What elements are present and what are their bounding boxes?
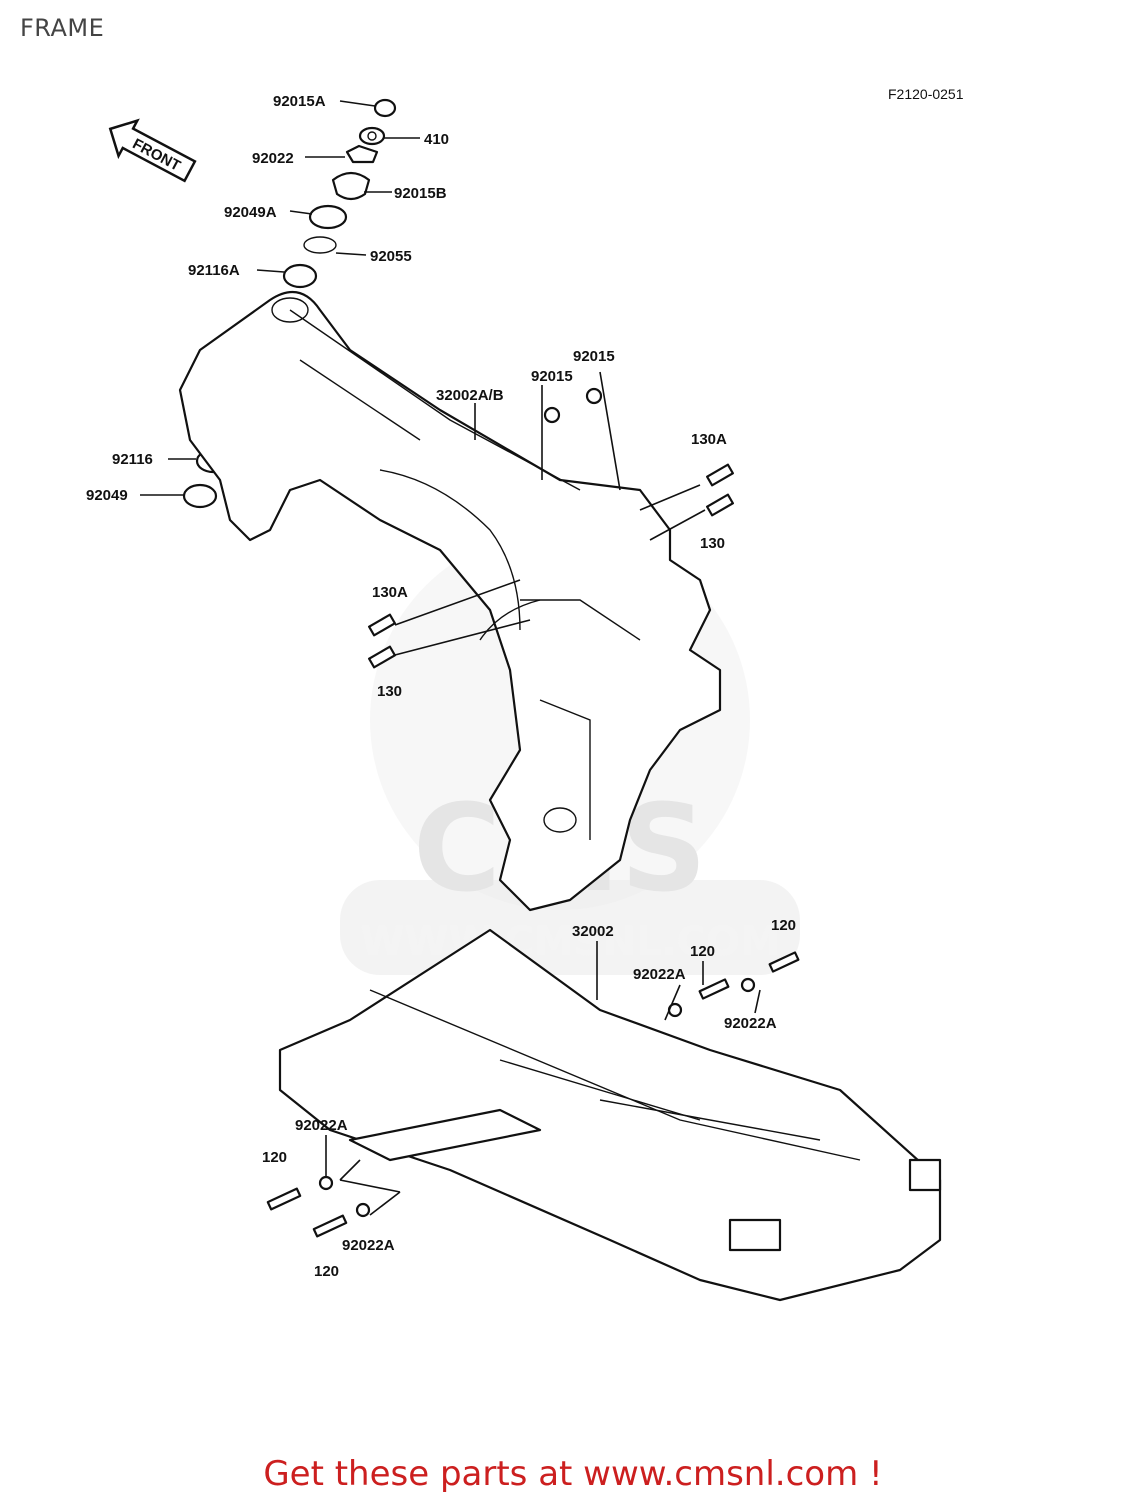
- watermark-url-text: WWW.CMSNL.COM: [360, 919, 780, 965]
- callout-92022A-2: 92022A: [724, 1015, 777, 1032]
- callout-92015-1: 92015: [573, 348, 615, 365]
- figure-code: F2120-0251: [888, 86, 964, 102]
- callout-130A-2: 130A: [372, 584, 408, 601]
- callout-92022A-1: 92022A: [633, 966, 686, 983]
- callout-410: 410: [424, 131, 449, 148]
- callout-92116: 92116: [112, 451, 153, 468]
- callout-120-4: 120: [314, 1263, 339, 1280]
- callout-92055: 92055: [370, 248, 412, 265]
- callout-labels: 92015A 410 92022 92015B 92049A 92055 921…: [86, 93, 796, 1280]
- callout-92022: 92022: [252, 150, 294, 167]
- callout-92049A: 92049A: [224, 204, 277, 221]
- steering-stack-parts: [182, 98, 397, 509]
- callout-120-1: 120: [771, 917, 796, 934]
- frame-exploded-diagram: CMS WWW.CMSNL.COM FRONT: [86, 93, 942, 1302]
- callout-92022A-4: 92022A: [342, 1237, 395, 1254]
- callout-92015B: 92015B: [394, 185, 447, 202]
- callout-92015-2: 92015: [531, 368, 573, 385]
- callout-92049: 92049: [86, 487, 128, 504]
- page-title: FRAME: [20, 14, 105, 42]
- callout-130-2: 130: [377, 683, 402, 700]
- callout-92015A: 92015A: [273, 93, 326, 110]
- callout-120-3: 120: [262, 1149, 287, 1166]
- callout-130-1: 130: [700, 535, 725, 552]
- callout-130A-1: 130A: [691, 431, 727, 448]
- callout-120-2: 120: [690, 943, 715, 960]
- footer-cta-link[interactable]: Get these parts at www.cmsnl.com !: [263, 1454, 883, 1494]
- leader-lines: [140, 100, 761, 1216]
- callout-92022A-3: 92022A: [295, 1117, 348, 1134]
- front-arrow: FRONT: [108, 118, 197, 183]
- fasteners: [266, 387, 800, 1238]
- callout-32002AB: 32002A/B: [436, 387, 504, 404]
- lower-frame: [278, 928, 942, 1302]
- callout-92116A: 92116A: [188, 262, 240, 279]
- callout-32002: 32002: [572, 923, 614, 940]
- upper-frame: [178, 290, 722, 912]
